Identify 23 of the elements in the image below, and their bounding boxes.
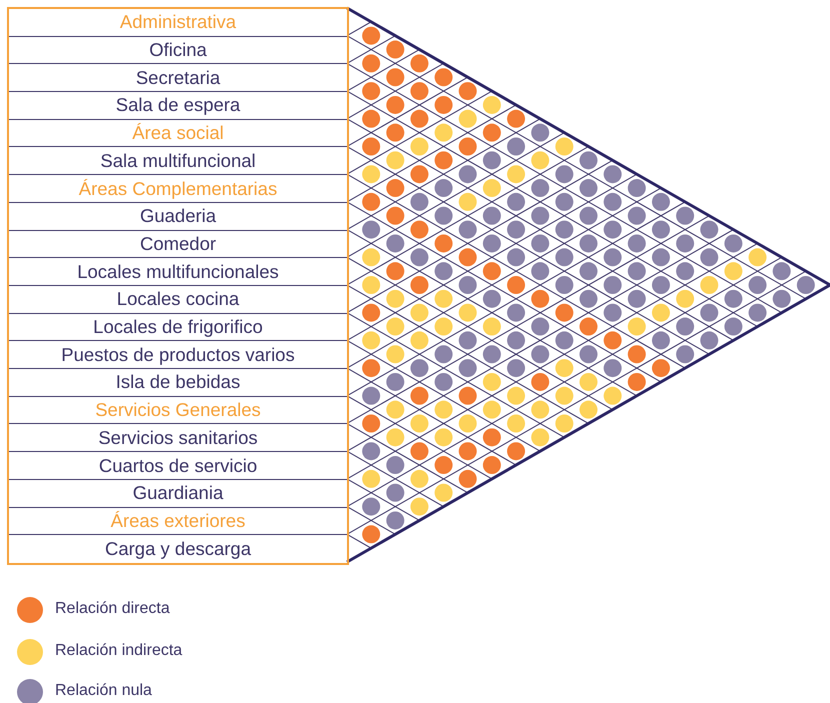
legend-label: Relación directa — [55, 600, 170, 618]
space-row: Oficina — [9, 36, 347, 64]
category-row: Área social — [9, 120, 347, 148]
space-row: Secretaria — [9, 64, 347, 92]
space-row: Locales cocina — [9, 286, 347, 314]
space-row: Isla de bebidas — [9, 369, 347, 397]
space-row: Servicios sanitarios — [9, 424, 347, 452]
space-row: Sala multifuncional — [9, 148, 347, 176]
legend-label: Relación indirecta — [55, 642, 182, 660]
space-row: Comedor — [9, 230, 347, 258]
category-row: Administrativa — [9, 9, 347, 37]
category-row: Áreas Complementarias — [9, 175, 347, 203]
space-row: Sala de espera — [9, 92, 347, 120]
space-row: Locales de frigorifico — [9, 314, 347, 342]
space-row: Cuartos de servicio — [9, 452, 347, 480]
space-row: Guardiania — [9, 480, 347, 508]
space-row: Locales multifuncionales — [9, 258, 347, 286]
category-row: Servicios Generales — [9, 396, 347, 424]
space-row: Guaderia — [9, 202, 347, 231]
space-row: Puestos de productos varios — [9, 341, 347, 370]
space-row: Carga y descarga — [9, 535, 347, 563]
legend-label: Relación nula — [55, 682, 152, 700]
category-row: Áreas exteriores — [9, 508, 347, 536]
